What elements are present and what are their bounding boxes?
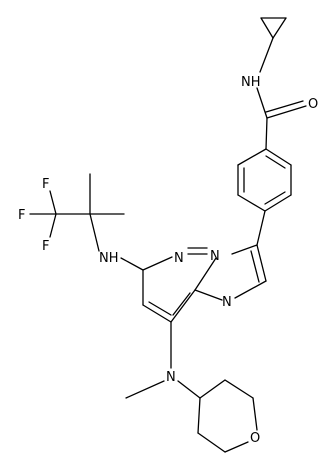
bond	[265, 148, 292, 166]
bond	[256, 87, 268, 119]
atom-label-bridge-n: N	[210, 249, 220, 264]
bond	[224, 441, 249, 453]
bond	[272, 17, 287, 39]
bond	[197, 397, 201, 434]
bond	[170, 289, 196, 323]
bond	[172, 292, 191, 316]
bond	[264, 194, 292, 212]
bond	[250, 250, 260, 283]
bond	[256, 244, 267, 282]
bond	[177, 380, 201, 399]
bond	[260, 17, 274, 39]
atom-label-f-top: F	[42, 177, 49, 192]
bond	[199, 379, 226, 399]
bonds	[29, 17, 307, 453]
atom-label-tertiary-n: N	[166, 370, 176, 385]
atom-label-f-left: F	[18, 208, 25, 223]
bond	[265, 155, 286, 169]
bond	[49, 213, 57, 238]
bond	[194, 257, 217, 291]
bond	[142, 256, 173, 271]
bond	[49, 190, 57, 215]
bond	[259, 37, 274, 73]
atom-labels: NH O F F F NH N N N N O	[18, 75, 318, 446]
bond	[231, 244, 258, 255]
bond	[265, 100, 304, 113]
bond	[125, 380, 165, 399]
bond	[256, 210, 266, 246]
bond	[148, 301, 172, 316]
bond	[142, 304, 172, 323]
atom-label-amide-nh: NH	[241, 75, 261, 90]
atom-label-amide-o: O	[308, 97, 318, 112]
bond	[197, 432, 226, 453]
bond	[89, 213, 100, 252]
atom-label-pyridazine-n: N	[174, 251, 184, 266]
atom-label-f-bottom: F	[42, 239, 49, 254]
bond	[266, 105, 307, 119]
bond	[252, 397, 258, 431]
atom-label-amine-nh: NH	[99, 251, 119, 266]
bond	[265, 117, 268, 150]
bond	[264, 191, 286, 205]
bond	[224, 379, 254, 399]
bond	[237, 148, 267, 166]
atom-label-ring-o: O	[250, 431, 260, 446]
bond	[194, 289, 223, 301]
atom-label-imidazole-n: N	[222, 295, 232, 310]
bond	[237, 194, 266, 212]
bond	[120, 257, 144, 271]
bond	[234, 280, 267, 299]
